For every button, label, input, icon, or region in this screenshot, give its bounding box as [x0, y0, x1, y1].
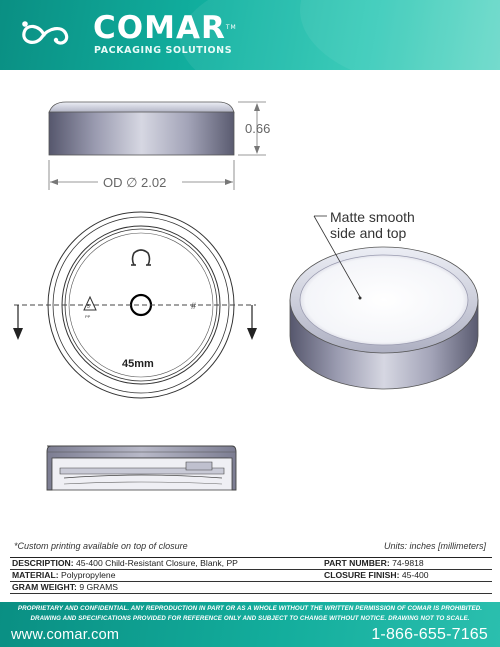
closure-finish-value: 45-400 — [401, 570, 429, 580]
isometric-view — [289, 246, 479, 390]
recycle-symbol-icon: 5 PP — [83, 295, 97, 319]
gram-weight-value: 9 GRAMS — [79, 582, 119, 592]
technical-drawing: 0.66 OD ∅ 2.02 5 PP # 45mm — [13, 101, 479, 491]
diameter-dimension: OD ∅ 2.02 — [48, 160, 235, 190]
description-value: 45-400 Child-Resistant Closure, Blank, P… — [75, 558, 238, 568]
matte-callout: Matte smooth side and top — [313, 209, 415, 300]
material-label: MATERIAL: — [12, 570, 59, 580]
header-wave-decoration — [180, 0, 500, 70]
spec-cell — [322, 582, 492, 593]
svg-text:5: 5 — [87, 304, 90, 310]
disclaimer-line-2: DRAWING AND SPECIFICATIONS PROVIDED FOR … — [30, 615, 470, 622]
spec-row: GRAM WEIGHT: 9 GRAMS — [10, 582, 492, 594]
height-dimension-label: 0.66 — [245, 121, 270, 136]
infinity-swirl-icon — [22, 21, 69, 45]
callout-line-1: Matte smooth — [330, 209, 415, 225]
part-number-label: PART NUMBER: — [324, 558, 390, 568]
cross-section-view — [46, 445, 237, 491]
spec-row: DESCRIPTION: 45-400 Child-Resistant Clos… — [10, 558, 492, 570]
callout-line-2: side and top — [330, 225, 406, 241]
side-view — [48, 101, 235, 156]
header-wave-decoration — [300, 0, 500, 70]
custom-printing-note: *Custom printing available on top of clo… — [14, 541, 188, 551]
gram-weight-label: GRAM WEIGHT: — [12, 582, 77, 592]
cavity-mark: # — [191, 301, 196, 311]
diameter-dimension-label: OD ∅ 2.02 — [103, 175, 166, 190]
trademark-mark: TM — [225, 24, 237, 31]
section-arrow-right-icon — [247, 328, 257, 340]
spec-row: MATERIAL: Polypropylene CLOSURE FINISH: … — [10, 570, 492, 582]
section-arrow-left-icon — [13, 328, 23, 340]
brand-name: COMARTM — [93, 12, 237, 44]
units-note: Units: inches [millimeters] — [383, 541, 486, 551]
disclaimer: PROPRIETARY AND CONFIDENTIAL. ANY REPROD… — [10, 604, 490, 624]
svg-text:PP: PP — [85, 314, 91, 319]
header-banner: COMARTM PACKAGING SOLUTIONS — [0, 0, 500, 70]
phone-number[interactable]: 1-866-655-7165 — [371, 626, 488, 643]
size-mark-45mm: 45mm — [122, 358, 154, 370]
spec-cell: DESCRIPTION: 45-400 Child-Resistant Clos… — [10, 558, 322, 569]
spec-cell: GRAM WEIGHT: 9 GRAMS — [10, 582, 322, 593]
section-cut-line — [13, 304, 257, 340]
brand-text: COMAR — [93, 10, 226, 46]
spec-table: DESCRIPTION: 45-400 Child-Resistant Clos… — [10, 557, 492, 594]
website-link[interactable]: www.comar.com — [11, 627, 120, 643]
disclaimer-line-1: PROPRIETARY AND CONFIDENTIAL. ANY REPROD… — [17, 605, 483, 612]
spec-cell: PART NUMBER: 74-9818 — [322, 558, 492, 569]
part-number-value: 74-9818 — [392, 558, 424, 568]
material-value: Polypropylene — [61, 570, 116, 580]
closure-finish-label: CLOSURE FINISH: — [324, 570, 400, 580]
spec-cell: CLOSURE FINISH: 45-400 — [322, 570, 492, 581]
spec-cell: MATERIAL: Polypropylene — [10, 570, 322, 581]
omega-mark-icon — [131, 249, 151, 266]
description-label: DESCRIPTION: — [12, 558, 74, 568]
footer-banner: PROPRIETARY AND CONFIDENTIAL. ANY REPROD… — [0, 602, 500, 647]
height-dimension: 0.66 — [238, 101, 270, 156]
brand-tagline: PACKAGING SOLUTIONS — [94, 45, 233, 56]
